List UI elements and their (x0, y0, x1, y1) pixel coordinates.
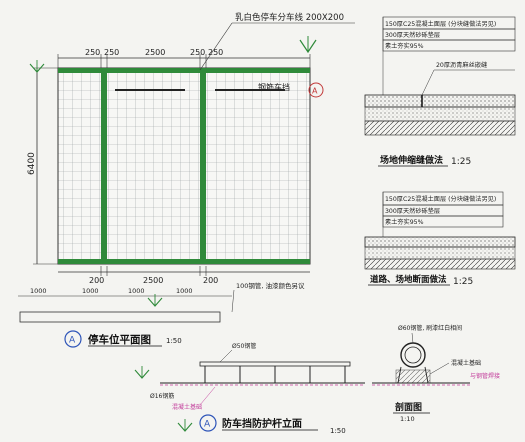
parking-tile-field (57, 67, 311, 265)
section1-layer-4: 20厚沥青麻丝嵌缝 (436, 61, 487, 69)
top-callout: 乳白色停车分车线 200X200 (235, 12, 344, 23)
plan-scale: 1:50 (166, 337, 182, 345)
dim-left: 6400 (27, 152, 37, 175)
barrier-title-badge-label: A (204, 420, 211, 430)
section1-layer-2: 300厚天然砂砾垫层 (385, 31, 440, 39)
barrier-pipe-plan (19, 311, 221, 323)
north-arrow (299, 36, 317, 54)
dim-top-2: 250 (104, 48, 119, 57)
dim-top-4: 250 (190, 48, 205, 57)
parking-divider-2 (200, 68, 206, 264)
detail-label-2: 混凝土基础 (451, 359, 481, 367)
section2-layer-2: 300厚天然砂砾垫层 (385, 207, 440, 215)
section2-title: 道路、场地断面做法 (370, 274, 447, 285)
detail-pipe-inner (404, 346, 422, 364)
parking-divider-1 (101, 68, 107, 264)
section1-scale: 1:25 (451, 157, 471, 167)
section2-soil (364, 258, 516, 270)
dim-lower-2: 1000 (82, 287, 99, 295)
dim-top-3: 2500 (145, 48, 165, 57)
section1-soil (364, 120, 516, 136)
barrier-title-badge (199, 414, 217, 432)
barrier-label-2: Ø16钢筋 (150, 392, 174, 400)
dim-bottom-3: 200 (203, 276, 218, 285)
section1-title: 场地伸缩缝做法 (380, 154, 443, 166)
section-expansion-joint: 150厚C25混凝土面层 (分块缝做法另见) 300厚天然砂砾垫层 素土夯实95… (364, 16, 516, 167)
barrier-label-3: 混凝土基础 (172, 403, 202, 411)
dim-lower-3: 1000 (128, 287, 145, 295)
detail-label-1: Ø60钢管, 刷漆红白相间 (398, 324, 462, 332)
section1-slab (364, 94, 516, 108)
detail-footing (395, 369, 431, 384)
detail-title: 剖面图 (395, 401, 422, 413)
section2-scale: 1:25 (453, 277, 473, 287)
barrier-title: 防车挡防护杆立面 (222, 417, 302, 430)
tree-marker (29, 60, 45, 73)
section1-gravel (364, 106, 516, 122)
plan-title-badge (64, 330, 82, 348)
section2-gravel (364, 246, 516, 260)
section-marker-A (308, 82, 324, 98)
detail-section: Ø60钢管, 刷漆红白相间 混凝土基础 与钢管焊接 剖面图 1:10 (372, 324, 500, 423)
wheel-stop (115, 89, 185, 91)
barrier-scale: 1:50 (330, 427, 346, 435)
side-callout: 钢筋车挡 (258, 82, 290, 92)
section2-layer-1: 150厚C25混凝土面层 (分块缝做法另见) (385, 195, 496, 203)
tree-marker (147, 294, 163, 307)
dim-top-5: 250 (208, 48, 223, 57)
barrier-elevation: Ø50钢管 Ø16钢筋 混凝土基础 A 防车挡防护杆立面 1:50 (134, 342, 365, 435)
section2-slab (364, 236, 516, 248)
dim-bottom-1: 200 (89, 276, 104, 285)
plan-title: 停车位平面图 (88, 333, 151, 346)
section2-layer-3: 素土夯实95% (385, 218, 424, 226)
wheel-stop (215, 89, 285, 91)
note-lower: 100钢管, 油漆颜色另议 (236, 281, 305, 290)
section-marker-label: A (312, 87, 318, 96)
dim-lower-4: 1000 (176, 287, 193, 295)
detail-label-3: 与钢管焊接 (470, 372, 500, 380)
section-road-pavement: 150厚C25混凝土面层 (分块缝做法另见) 300厚天然砂砾垫层 素土夯实95… (364, 191, 516, 287)
plan-title-badge-label: A (69, 336, 76, 346)
parking-plan: 250 250 2500 250 250 6400 200 2500 200 1… (18, 12, 355, 348)
tree-marker (134, 366, 150, 379)
dim-top-1: 250 (85, 48, 100, 57)
parking-strip-top (58, 68, 310, 73)
barrier-label-1: Ø50钢管 (232, 342, 256, 350)
barrier-rail (199, 361, 351, 367)
section1-layer-3: 素土夯实95% (385, 42, 424, 50)
detail-scale: 1:10 (400, 415, 415, 423)
dim-lower-1: 1000 (30, 287, 47, 295)
dim-bottom-2: 2500 (143, 276, 163, 285)
section1-layer-1: 150厚C25混凝土面层 (分块缝做法另见) (385, 20, 496, 28)
parking-strip-bottom (58, 259, 310, 264)
tree-marker (177, 419, 193, 432)
